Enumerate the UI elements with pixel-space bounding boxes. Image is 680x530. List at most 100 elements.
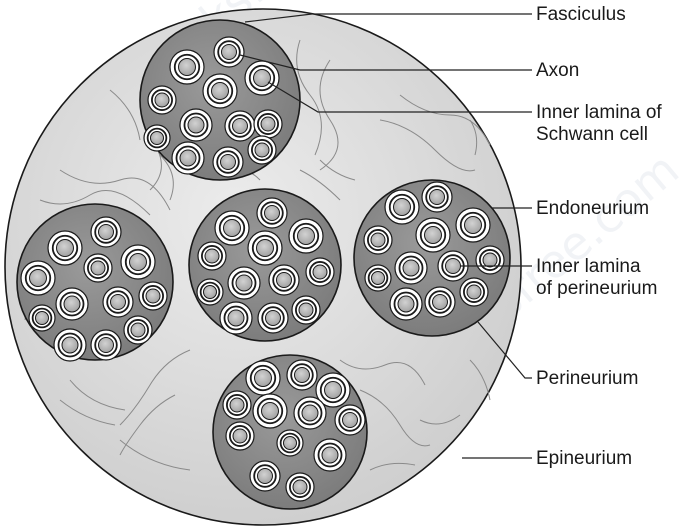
nerve-fiber bbox=[215, 211, 249, 245]
axon bbox=[467, 285, 481, 299]
axon bbox=[261, 117, 275, 131]
axon bbox=[62, 337, 78, 353]
nerve-fiber bbox=[198, 242, 226, 270]
nerve-fiber bbox=[365, 265, 391, 291]
axon bbox=[155, 93, 169, 107]
nerve-fiber bbox=[180, 109, 212, 141]
axon bbox=[254, 70, 271, 87]
nerve-fiber bbox=[314, 439, 346, 471]
fasciculus-3 bbox=[189, 189, 341, 341]
axon bbox=[398, 296, 414, 312]
axon bbox=[64, 296, 80, 312]
nerve-fiber bbox=[460, 278, 488, 306]
nerve-fiber bbox=[203, 74, 237, 108]
axon bbox=[255, 143, 269, 157]
nerve-fiber bbox=[124, 316, 152, 344]
axon bbox=[284, 437, 297, 450]
nerve-fiber bbox=[292, 296, 320, 324]
axon bbox=[325, 382, 342, 399]
nerve-fiber bbox=[306, 258, 334, 286]
nerve-fiber bbox=[91, 217, 121, 247]
axon bbox=[483, 253, 497, 267]
nerve-fiber bbox=[139, 282, 167, 310]
fasciculus-2 bbox=[17, 204, 173, 361]
axon bbox=[430, 190, 445, 205]
axon bbox=[433, 295, 448, 310]
label-inner-lamina-perineurium-line2: of perineurium bbox=[536, 278, 657, 299]
nerve-fiber bbox=[56, 288, 88, 320]
axon bbox=[313, 265, 327, 279]
axon bbox=[151, 132, 164, 145]
nerve-fiber bbox=[294, 397, 326, 429]
nerve-fiber bbox=[245, 61, 279, 95]
axon bbox=[295, 368, 310, 383]
axon bbox=[293, 480, 307, 494]
axon bbox=[146, 289, 160, 303]
nerve-fiber bbox=[289, 219, 323, 253]
nerve-fiber bbox=[48, 231, 82, 265]
axon bbox=[233, 429, 247, 443]
nerve-fiber bbox=[84, 254, 112, 282]
label-inner-lamina-schwann-line1: Inner lamina of bbox=[536, 102, 662, 123]
nerve-fiber bbox=[258, 303, 288, 333]
label-inner-lamina-schwann-line2: Schwann cell bbox=[536, 124, 648, 145]
axon bbox=[236, 275, 252, 291]
axon bbox=[180, 150, 196, 166]
nerve-fiber bbox=[172, 142, 204, 174]
axon bbox=[446, 259, 461, 274]
axon bbox=[228, 310, 244, 326]
axon bbox=[188, 117, 204, 133]
nerve-fiber bbox=[197, 279, 223, 305]
axon bbox=[465, 217, 482, 234]
axon bbox=[91, 261, 105, 275]
axon bbox=[222, 45, 237, 60]
nerve-fiber bbox=[390, 288, 422, 320]
nerve-fiber bbox=[277, 430, 303, 456]
label-perineurium: Perineurium bbox=[536, 368, 638, 389]
axon bbox=[322, 447, 338, 463]
nerve-fiber bbox=[422, 182, 452, 212]
label-epineurium: Epineurium bbox=[536, 448, 632, 469]
axon bbox=[265, 206, 280, 221]
fasciculus-1 bbox=[140, 20, 300, 180]
axon bbox=[257, 240, 274, 257]
fasciculus-4 bbox=[354, 180, 510, 336]
nerve-fiber bbox=[364, 226, 392, 254]
nerve-fiber bbox=[223, 391, 251, 419]
axon bbox=[255, 370, 272, 387]
axon bbox=[212, 83, 229, 100]
axon bbox=[394, 199, 411, 216]
axon bbox=[298, 228, 315, 245]
axon bbox=[204, 286, 217, 299]
axon bbox=[205, 249, 219, 263]
nerve-fiber bbox=[228, 267, 260, 299]
nerve-fiber bbox=[103, 287, 133, 317]
axon bbox=[111, 295, 126, 310]
axon bbox=[233, 119, 248, 134]
nerve-fiber bbox=[253, 394, 287, 428]
axon bbox=[131, 323, 145, 337]
nerve-fiber bbox=[54, 329, 86, 361]
axon bbox=[57, 240, 74, 257]
axon bbox=[224, 220, 241, 237]
nerve-fiber bbox=[225, 111, 255, 141]
axon bbox=[99, 338, 114, 353]
axon bbox=[99, 225, 114, 240]
nerve-fiber bbox=[248, 136, 276, 164]
nerve-fiber bbox=[121, 245, 155, 279]
nerve-fiber bbox=[213, 147, 243, 177]
nerve-fiber bbox=[21, 261, 55, 295]
fasciculus-5 bbox=[213, 355, 367, 509]
nerve-fiber bbox=[286, 473, 314, 501]
axon bbox=[343, 413, 358, 428]
axon bbox=[371, 233, 385, 247]
nerve-fiber bbox=[226, 422, 254, 450]
axon bbox=[425, 227, 442, 244]
nerve-fiber bbox=[254, 110, 282, 138]
nerve-fiber bbox=[250, 461, 280, 491]
nerve-fiber bbox=[476, 246, 504, 274]
nerve-fiber bbox=[148, 86, 176, 114]
axon bbox=[221, 155, 236, 170]
nerve-fiber bbox=[248, 231, 282, 265]
